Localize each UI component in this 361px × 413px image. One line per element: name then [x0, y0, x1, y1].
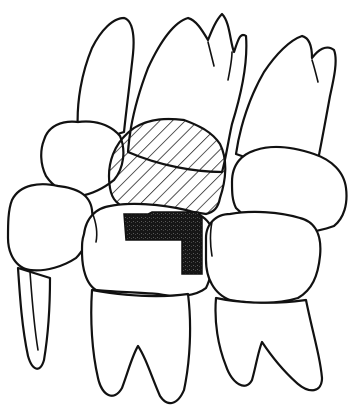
left-upper-tooth [78, 18, 134, 137]
right-lower-roots [215, 298, 322, 390]
middle-lower-roots [91, 290, 190, 403]
hatched-crown [109, 119, 225, 214]
right-lower-crown [206, 212, 320, 303]
left-lower-crown [8, 184, 92, 270]
right-upper-root [236, 36, 336, 163]
